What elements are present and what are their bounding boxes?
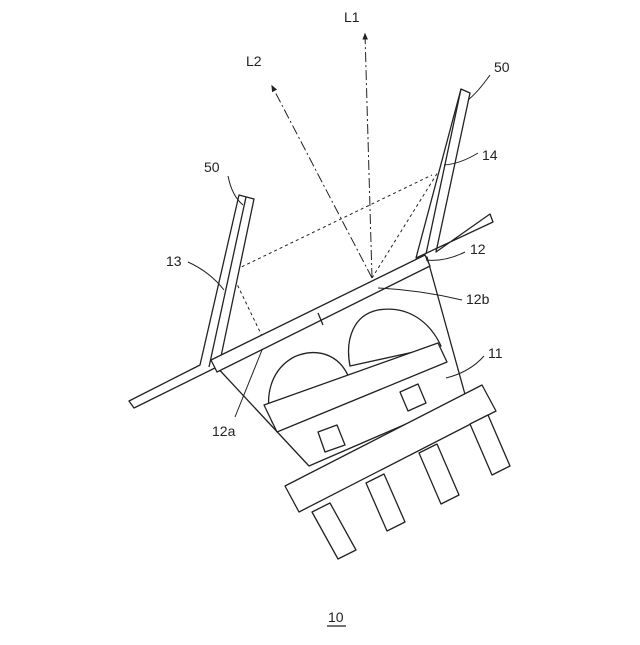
beam-l2-axis xyxy=(272,86,372,278)
reflector-wall-right xyxy=(416,89,493,258)
lead-pin-1 xyxy=(312,503,356,559)
label-beam-l2: L2 xyxy=(246,53,262,69)
label-cover-12: 12 xyxy=(470,241,486,257)
lead-pin-2 xyxy=(366,474,405,531)
lead-pin-3 xyxy=(419,444,459,504)
leader-wall-right xyxy=(468,75,490,100)
label-chip-11: 11 xyxy=(488,345,503,361)
leader-cover-12 xyxy=(426,252,465,260)
label-beam-l1: L1 xyxy=(344,9,360,25)
beam-l2-upper-ray xyxy=(231,175,432,272)
label-wall-left: 50 xyxy=(204,159,220,175)
label-point-14: 14 xyxy=(482,147,498,163)
label-point-13: 13 xyxy=(166,253,182,269)
label-wall-right: 50 xyxy=(494,59,510,75)
label-figure-number: 10 xyxy=(328,609,344,625)
beam-l2-lower-ray xyxy=(235,280,262,336)
beam-l1-axis xyxy=(365,34,372,278)
reflector-wall-left-inner-edge xyxy=(209,197,246,367)
label-lens-12a: 12a xyxy=(212,423,236,439)
label-lens-12b: 12b xyxy=(466,291,490,307)
reflector-wall-right-inner-edge xyxy=(426,89,461,254)
lead-pin-4 xyxy=(470,415,510,475)
